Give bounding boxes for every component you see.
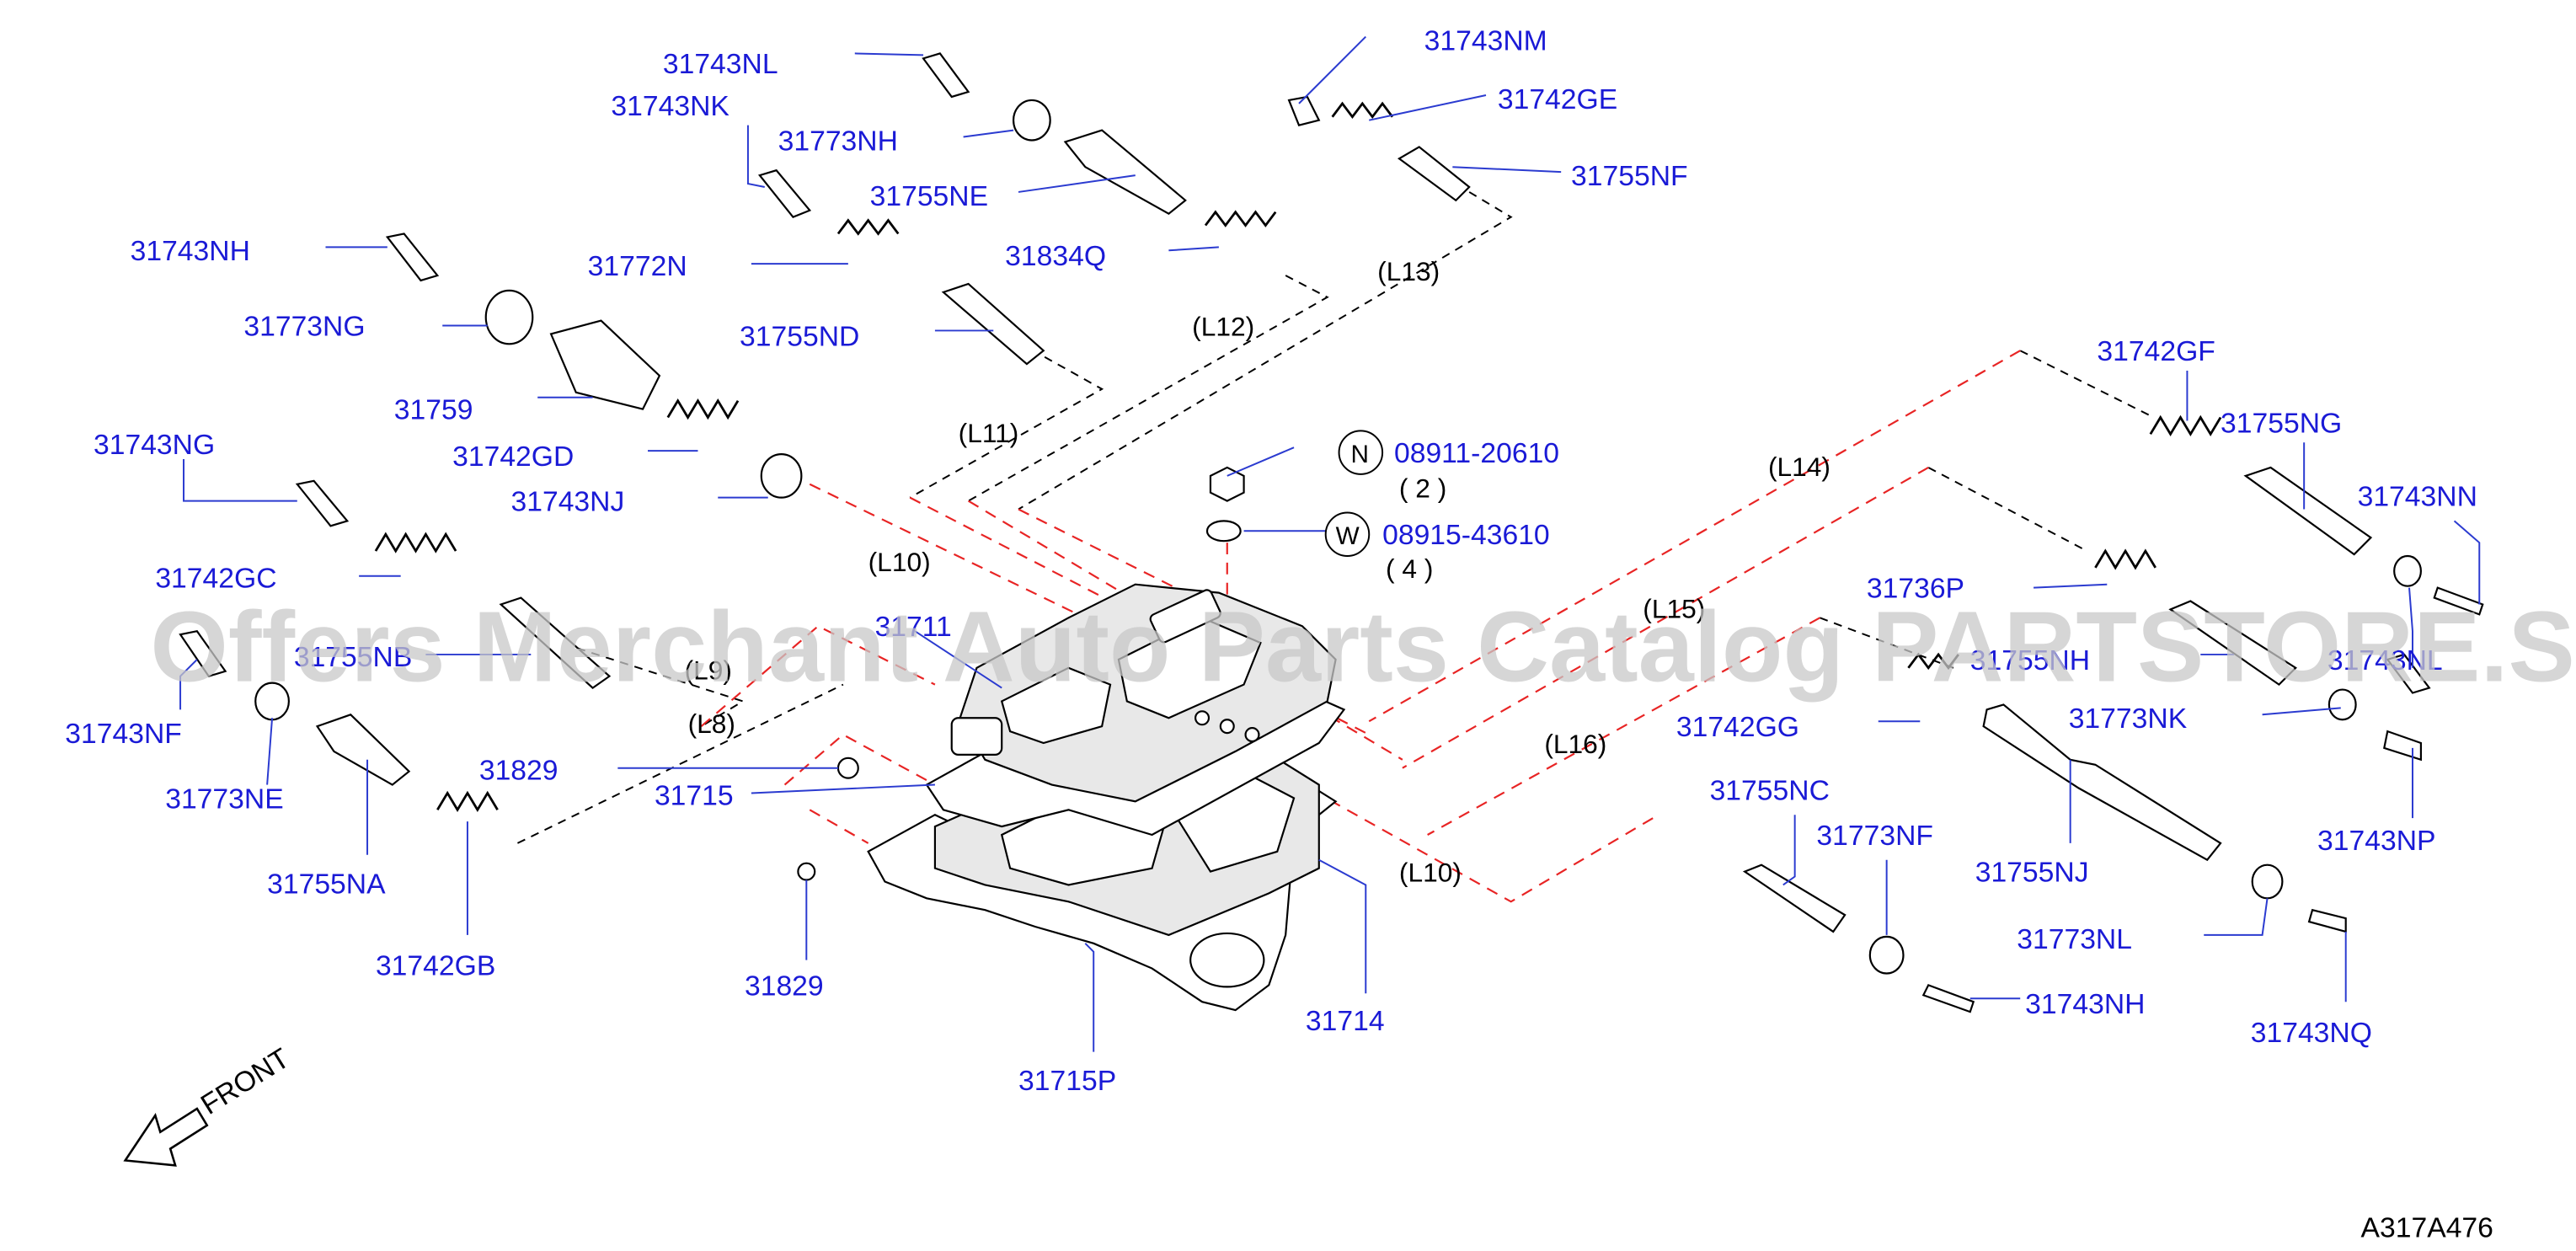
part-label-31755NJ[interactable]: 31755NJ — [1975, 857, 2089, 888]
callout-n-symbol: N — [1350, 441, 1368, 468]
black-dashed-lines — [516, 191, 2155, 844]
part-label-31755NG[interactable]: 31755NG — [2221, 408, 2342, 439]
diagram-code: A317A476 — [2361, 1213, 2493, 1244]
part-label-31773NE[interactable]: 31773NE — [165, 783, 283, 815]
route-label-l11: (L11) — [959, 418, 1019, 448]
part-label-31742GD[interactable]: 31742GD — [452, 441, 574, 473]
callout-w-circle — [1324, 511, 1371, 557]
part-label-31743NN[interactable]: 31743NN — [2358, 482, 2477, 513]
part-label-31742GF[interactable]: 31742GF — [2097, 336, 2215, 367]
route-label-l9: (L9) — [685, 655, 732, 686]
part-label-31755NC[interactable]: 31755NC — [1710, 775, 1830, 806]
callout-n-circle — [1338, 430, 1384, 475]
part-label-31743NL-right[interactable]: 31743NL — [2327, 645, 2443, 676]
part-labels: 31743NL 31743NK 31773NH 31755NE 31743NM … — [65, 25, 2477, 1097]
route-label-l16: (L16) — [1544, 729, 1606, 759]
part-label-31743NP[interactable]: 31743NP — [2317, 826, 2435, 857]
part-label-31714[interactable]: 31714 — [1306, 1006, 1385, 1037]
part-label-08915-43610[interactable]: 08915-43610 — [1382, 520, 1550, 551]
part-label-31772N[interactable]: 31772N — [588, 251, 687, 282]
part-label-31743NL[interactable]: 31743NL — [663, 49, 778, 80]
part-label-31743NQ[interactable]: 31743NQ — [2251, 1018, 2372, 1049]
part-label-31736P[interactable]: 31736P — [1867, 574, 1964, 605]
part-label-31711[interactable]: 31711 — [875, 612, 952, 643]
part-label-31773NL[interactable]: 31773NL — [2017, 924, 2132, 955]
route-label-l10-bottom: (L10) — [1399, 857, 1462, 887]
route-label-l10-top: (L10) — [868, 547, 931, 577]
part-label-31742GC[interactable]: 31742GC — [155, 564, 276, 595]
line-route-labels: (L13) (L12) (L11) (L10) (L9) (L8) (L14) … — [685, 256, 1830, 888]
route-label-l15: (L15) — [1643, 593, 1705, 623]
part-label-31743NH-bottom[interactable]: 31743NH — [2025, 989, 2145, 1020]
part-label-31743NK[interactable]: 31743NK — [611, 91, 730, 122]
part-label-31743NM[interactable]: 31743NM — [1424, 25, 1547, 56]
part-label-31834Q[interactable]: 31834Q — [1005, 241, 1106, 272]
part-label-31755NF[interactable]: 31755NF — [1571, 161, 1688, 192]
part-label-31755ND[interactable]: 31755ND — [740, 321, 859, 352]
part-label-08911-20610[interactable]: 08911-20610 — [1394, 438, 1559, 469]
callout-w-symbol: W — [1336, 522, 1360, 550]
part-label-31773NK[interactable]: 31773NK — [2069, 703, 2188, 735]
part-label-31755NA[interactable]: 31755NA — [267, 869, 386, 900]
part-label-31742GG[interactable]: 31742GG — [1676, 712, 1799, 743]
part-label-31743NH[interactable]: 31743NH — [131, 236, 250, 267]
part-label-31759[interactable]: 31759 — [394, 394, 473, 425]
part-label-31773NG[interactable]: 31773NG — [243, 311, 365, 342]
qty-08915-43610: ( 4 ) — [1386, 553, 1433, 584]
part-label-31742GE[interactable]: 31742GE — [1498, 84, 1617, 115]
part-label-31755NB[interactable]: 31755NB — [294, 642, 412, 673]
part-label-31743NJ[interactable]: 31743NJ — [510, 486, 624, 517]
valve-body-assembly[interactable] — [867, 583, 1346, 1012]
part-label-31755NE[interactable]: 31755NE — [870, 181, 988, 212]
front-indicator: FRONT — [123, 1043, 295, 1167]
leader-lines — [179, 35, 2481, 1052]
part-label-31755NH[interactable]: 31755NH — [1970, 645, 2090, 676]
component-shapes — [179, 52, 2484, 1013]
part-label-31773NH[interactable]: 31773NH — [778, 126, 898, 157]
front-arrow-icon — [123, 1107, 209, 1167]
route-label-l14: (L14) — [1768, 452, 1830, 482]
part-label-31742GB[interactable]: 31742GB — [376, 950, 495, 981]
qty-08911-20610: ( 2 ) — [1399, 473, 1446, 504]
part-label-31743NG[interactable]: 31743NG — [94, 430, 215, 461]
part-label-31829-lower[interactable]: 31829 — [745, 970, 824, 1002]
part-label-31743NF[interactable]: 31743NF — [65, 719, 182, 750]
route-label-l13: (L13) — [1377, 256, 1440, 286]
front-label: FRONT — [195, 1043, 295, 1121]
part-label-31715P[interactable]: 31715P — [1018, 1066, 1116, 1097]
watermark-text: Offers Merchant Auto Parts Catalog PARTS… — [150, 591, 2576, 703]
part-label-31715[interactable]: 31715 — [655, 780, 734, 811]
part-label-31829-upper[interactable]: 31829 — [479, 756, 558, 787]
route-label-l8: (L8) — [688, 708, 735, 739]
part-label-31773NF[interactable]: 31773NF — [1816, 821, 1933, 852]
route-label-l12: (L12) — [1192, 311, 1254, 341]
